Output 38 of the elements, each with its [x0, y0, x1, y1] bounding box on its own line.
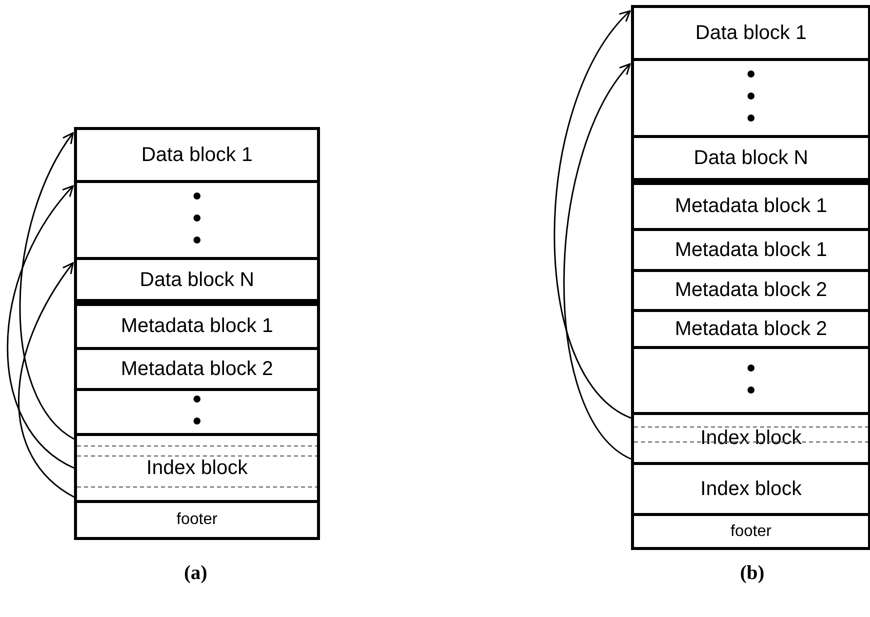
block-label: footer	[176, 511, 218, 529]
arrow	[18, 262, 74, 498]
block-label: Metadata block 2	[674, 279, 828, 302]
block-label: Data block 1	[141, 144, 253, 166]
file-block	[74, 433, 320, 503]
block-label: Metadata block 1	[120, 315, 274, 338]
file-block	[631, 5, 870, 61]
file-block	[631, 462, 870, 516]
file-block	[631, 346, 870, 415]
panel-caption: (b)	[740, 562, 764, 585]
block-label: Metadata block 1	[674, 194, 828, 218]
arrow	[19, 132, 74, 440]
block-label: Index block	[700, 427, 802, 450]
arrow	[554, 10, 632, 419]
file-block	[74, 500, 320, 540]
file-block	[631, 269, 870, 312]
block-label: Metadata block 2	[120, 358, 274, 380]
block-label: Metadata block 2	[674, 318, 828, 340]
file-block	[631, 228, 870, 272]
file-block	[74, 347, 320, 391]
file-block	[74, 388, 320, 436]
block-label: Data block N	[140, 268, 254, 292]
file-block	[74, 180, 320, 260]
file-block	[631, 58, 870, 138]
file-block	[631, 412, 870, 465]
file-block	[631, 513, 870, 550]
block-label: Data block 1	[695, 22, 807, 44]
block-label: Metadata block 1	[674, 238, 828, 262]
panel-caption: (a)	[184, 562, 208, 585]
block-label: Data block N	[694, 146, 808, 170]
file-block	[631, 135, 870, 181]
file-block	[631, 309, 870, 349]
block-label: footer	[730, 522, 772, 540]
file-block	[74, 127, 320, 183]
block-label: Index block	[700, 478, 802, 500]
block-label: Index block	[146, 456, 248, 480]
arrow	[6, 185, 74, 469]
arrow	[563, 63, 632, 460]
